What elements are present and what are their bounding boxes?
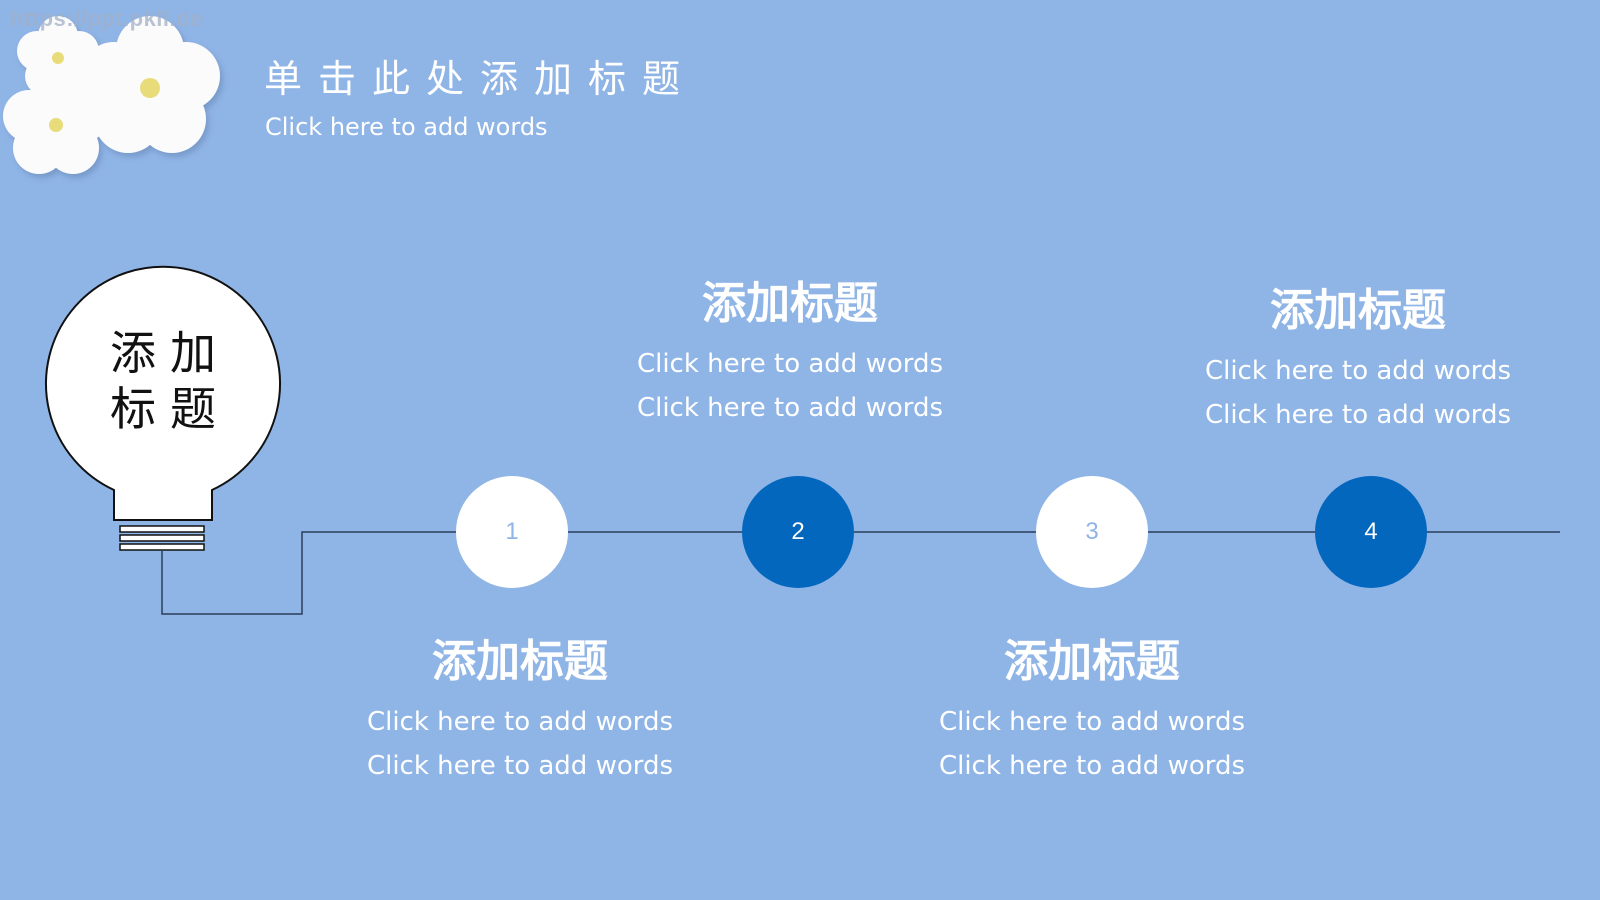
step-line: Click here to add words bbox=[636, 349, 944, 379]
step-3-text[interactable]: 添加标题 Click here to add words Click here … bbox=[932, 634, 1252, 788]
step-title: 添加标题 bbox=[432, 636, 608, 687]
step-line: Click here to add words bbox=[636, 393, 944, 423]
step-line: Click here to add words bbox=[366, 751, 674, 781]
step-2-text[interactable]: 添加标题 Click here to add words Click here … bbox=[630, 276, 950, 430]
step-title: 添加标题 bbox=[702, 278, 878, 329]
light-bulb-icon bbox=[45, 265, 281, 551]
flower-decoration-icon bbox=[3, 16, 220, 174]
timeline-node-2[interactable]: 2 bbox=[742, 476, 854, 588]
timeline-line bbox=[161, 531, 1560, 615]
slide-title[interactable]: 单击此处添加标题 bbox=[264, 57, 697, 101]
timeline-node-3[interactable]: 3 bbox=[1036, 476, 1148, 588]
node-number: 4 bbox=[1364, 518, 1378, 545]
node-number: 2 bbox=[791, 518, 805, 545]
step-line: Click here to add words bbox=[938, 707, 1246, 737]
step-4-text[interactable]: 添加标题 Click here to add words Click here … bbox=[1198, 283, 1518, 437]
slide-subtitle[interactable]: Click here to add words bbox=[265, 113, 548, 141]
step-line: Click here to add words bbox=[1204, 400, 1512, 430]
step-1-text[interactable]: 添加标题 Click here to add words Click here … bbox=[360, 634, 680, 788]
step-line: Click here to add words bbox=[938, 751, 1246, 781]
node-number: 3 bbox=[1085, 518, 1099, 545]
node-number: 1 bbox=[505, 518, 519, 545]
step-title: 添加标题 bbox=[1004, 636, 1180, 687]
timeline-node-4[interactable]: 4 bbox=[1315, 476, 1427, 588]
step-line: Click here to add words bbox=[366, 707, 674, 737]
bulb-label-line-2: 标题 bbox=[110, 382, 230, 436]
bulb-label-line-1: 添加 bbox=[110, 326, 230, 380]
watermark: https://ppt.pkll.de bbox=[10, 6, 203, 31]
step-line: Click here to add words bbox=[1204, 356, 1512, 386]
timeline-node-1[interactable]: 1 bbox=[456, 476, 568, 588]
bulb-label[interactable]: 添加 标题 bbox=[80, 325, 260, 437]
step-title: 添加标题 bbox=[1270, 285, 1446, 336]
